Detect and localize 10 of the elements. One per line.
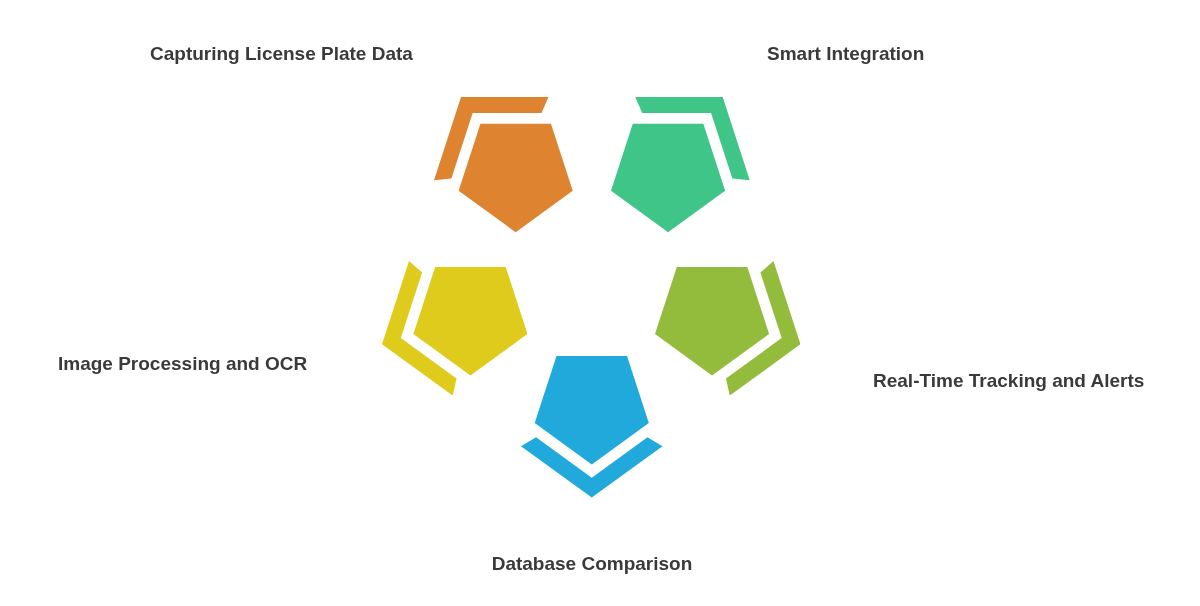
- step-label: Image Processing and OCR: [58, 352, 308, 376]
- step-label: Database Comparison: [490, 552, 694, 576]
- pentagon-chevron-drawing: [381, 260, 528, 396]
- step-label: Capturing License Plate Data: [150, 42, 413, 66]
- pentagon-chevron-drawing: [521, 356, 663, 498]
- pentagon-chevron-drawing: [654, 260, 801, 396]
- step-label: Smart Integration: [767, 42, 925, 66]
- pentagon-chevron-drawing: [434, 96, 574, 232]
- step-label: Real-Time Tracking and Alerts: [873, 369, 1145, 393]
- pentagon-chevron-drawing: [610, 96, 750, 232]
